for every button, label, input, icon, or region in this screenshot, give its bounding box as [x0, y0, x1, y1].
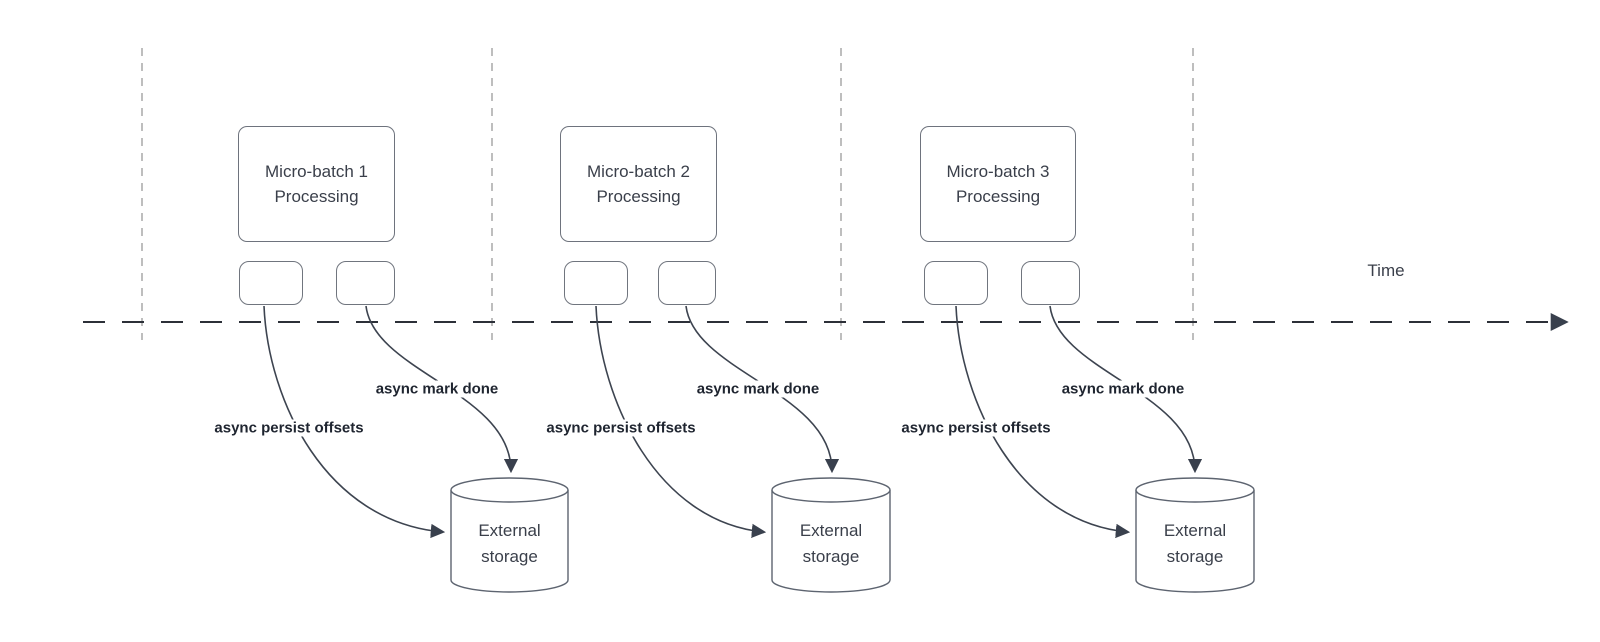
done-label-1: async mark done — [372, 380, 502, 398]
storage-cylinder-1 — [450, 477, 569, 593]
done-label-3: async mark done — [1058, 380, 1188, 398]
micro-batch-2-box: Micro-batch 2 Processing — [560, 126, 717, 242]
persist-task-box-1 — [239, 261, 303, 305]
persist-arrow-3 — [955, 305, 1131, 539]
storage-cylinder-3 — [1135, 477, 1255, 593]
done-task-box-2 — [658, 261, 716, 305]
persist-arrow-2 — [595, 305, 767, 539]
time-label: Time — [1367, 261, 1405, 280]
micro-batch-3-box: Micro-batch 3 Processing — [920, 126, 1076, 242]
micro-batch-2-title: Micro-batch 2 Processing — [587, 162, 690, 206]
micro-batch-3-title: Micro-batch 3 Processing — [946, 162, 1050, 206]
done-label-2: async mark done — [693, 380, 823, 398]
persist-arrow-1 — [263, 305, 446, 539]
persist-task-box-3 — [924, 261, 988, 305]
storage-cylinder-2 — [771, 477, 891, 593]
persist-label-1: async persist offsets — [211, 419, 367, 437]
persist-label-3: async persist offsets — [898, 419, 1054, 437]
persist-label-2: async persist offsets — [543, 419, 699, 437]
micro-batch-1-box: Micro-batch 1 Processing — [238, 126, 395, 242]
micro-batch-1-title: Micro-batch 1 Processing — [265, 162, 368, 206]
done-task-box-1 — [336, 261, 395, 305]
done-task-box-3 — [1021, 261, 1080, 305]
persist-task-box-2 — [564, 261, 628, 305]
